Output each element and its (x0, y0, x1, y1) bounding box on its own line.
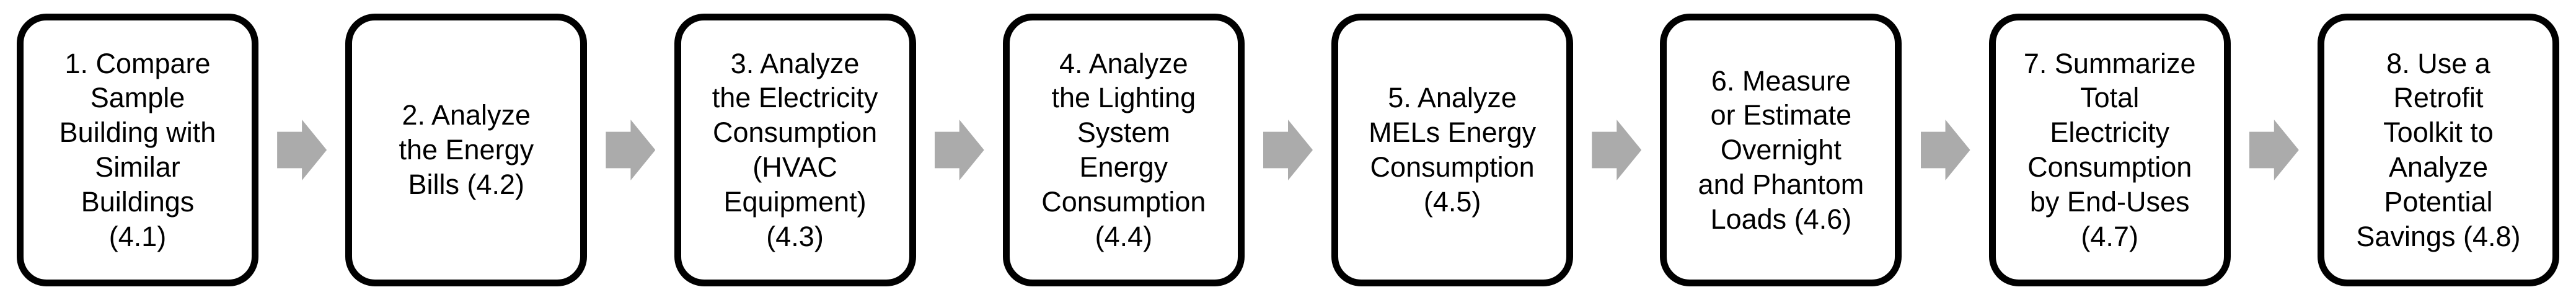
connector-2 (587, 14, 674, 286)
right-block-arrow-icon (1592, 120, 1642, 180)
flow-step-5: 5. Analyze MELs Energy Consumption (4.5) (1331, 14, 1574, 286)
flow-step-6: 6. Measure or Estimate Overnight and Pha… (1660, 14, 1902, 286)
flow-step-3: 3. Analyze the Electricity Consumption (… (674, 14, 916, 286)
right-block-arrow-icon (1263, 120, 1313, 180)
connector-4 (1245, 14, 1331, 286)
flow-step-1: 1. Compare Sample Building with Similar … (17, 14, 258, 286)
flow-step-2: 2. Analyze the Energy Bills (4.2) (345, 14, 588, 286)
right-block-arrow-icon (2249, 120, 2299, 180)
flow-step-4-label: 4. Analyze the Lighting System Energy Co… (1041, 47, 1206, 252)
flow-step-5-label: 5. Analyze MELs Energy Consumption (4.5) (1369, 82, 1537, 218)
flow-step-8: 8. Use a Retrofit Toolkit to Analyze Pot… (2317, 14, 2559, 286)
flow-step-3-label: 3. Analyze the Electricity Consumption (… (712, 47, 878, 252)
flow-step-1-label: 1. Compare Sample Building with Similar … (59, 47, 216, 252)
connector-5 (1573, 14, 1660, 286)
flow-step-4: 4. Analyze the Lighting System Energy Co… (1002, 14, 1245, 286)
connector-7 (2231, 14, 2318, 286)
flow-step-6-label: 6. Measure or Estimate Overnight and Pha… (1698, 64, 1864, 235)
connector-3 (916, 14, 1003, 286)
flow-step-2-label: 2. Analyze the Energy Bills (4.2) (399, 99, 534, 200)
flow-step-7-label: 7. Summarize Total Electricity Consumpti… (2023, 47, 2196, 252)
connector-6 (1902, 14, 1988, 286)
right-block-arrow-icon (1920, 120, 1970, 180)
connector-1 (258, 14, 345, 286)
flow-step-7: 7. Summarize Total Electricity Consumpti… (1988, 14, 2231, 286)
right-block-arrow-icon (606, 120, 656, 180)
right-block-arrow-icon (934, 120, 984, 180)
right-block-arrow-icon (277, 120, 327, 180)
flow-step-8-label: 8. Use a Retrofit Toolkit to Analyze Pot… (2356, 47, 2521, 252)
